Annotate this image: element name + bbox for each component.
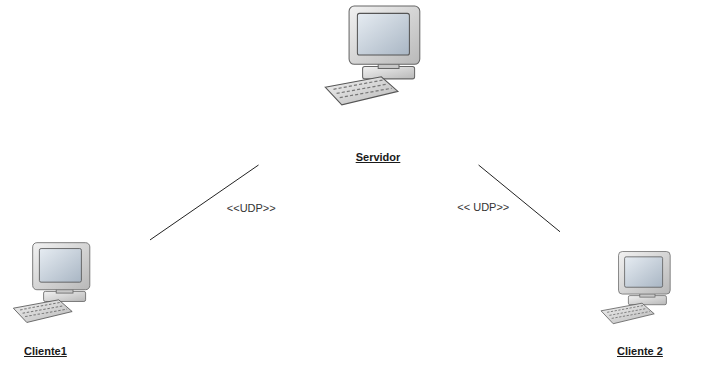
protocol-label: <<UDP>> xyxy=(225,202,278,214)
node-label: Servidor xyxy=(356,151,401,163)
node-label: Cliente 2 xyxy=(617,345,663,357)
computer-node: Servidor xyxy=(240,0,516,165)
server-icon xyxy=(325,6,420,105)
node-label: Cliente1 xyxy=(24,345,67,357)
client-icon xyxy=(13,243,89,323)
computer-node: Cliente1 xyxy=(5,215,150,365)
protocol-label: << UDP>> xyxy=(455,201,511,213)
client-icon xyxy=(601,252,670,324)
udp-link xyxy=(479,165,560,232)
computer-node: Cliente 2 xyxy=(560,215,702,365)
